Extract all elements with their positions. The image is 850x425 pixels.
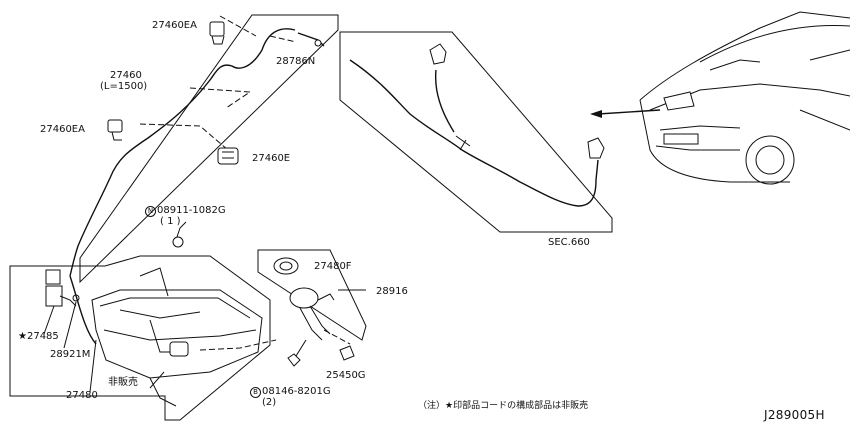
nozzle-right — [587, 137, 605, 159]
circle-n-icon: N — [145, 206, 156, 217]
label-sec660: SEC.660 — [548, 237, 590, 248]
label-27460E: 27460E — [252, 153, 291, 164]
label-08911-qty: ( 1 ) — [160, 216, 181, 227]
filler-cap — [273, 257, 299, 275]
filler-panel-outline — [257, 249, 367, 341]
bolt-08146 — [287, 339, 307, 367]
label-27460EA-top: 27460EA — [152, 20, 197, 31]
tank-panel-outline — [9, 255, 271, 421]
clip-27460EA-mid — [107, 119, 123, 141]
label-25450G: 25450G — [326, 370, 366, 381]
label-not-for-sale: 非販売 — [108, 377, 138, 388]
callout-arrow — [597, 109, 661, 115]
label-08146-text: 08146-8201G — [262, 386, 331, 397]
label-27460: 27460 — [110, 70, 142, 81]
label-27480F: 27480F — [314, 261, 352, 272]
label-27485: ★27485 — [18, 331, 59, 342]
car-illustration — [639, 11, 850, 185]
nozzle-panel-outline — [339, 31, 613, 233]
grommet-25450G — [339, 345, 355, 361]
label-28921M: 28921M — [50, 349, 91, 360]
filler-neck — [289, 287, 335, 341]
label-08146-qty: (2) — [262, 397, 277, 408]
hose-panel-outline — [79, 14, 339, 284]
star-icon: ★ — [18, 331, 27, 342]
label-08911-text: 08911-1082G — [157, 205, 226, 216]
clip-27460E — [217, 147, 239, 165]
diagram-code: J289005H — [764, 408, 825, 422]
label-28786N: 28786N — [276, 56, 316, 67]
label-27460EA-mid: 27460EA — [40, 124, 85, 135]
clip-27460EA-top — [209, 21, 225, 45]
washer-hose — [69, 28, 296, 277]
label-27480: 27480 — [66, 390, 98, 401]
circle-b-icon: B — [250, 387, 261, 398]
label-27485-text: 27485 — [26, 331, 59, 342]
nozzle-left — [429, 43, 447, 65]
footnote: （注）★印部品コードの構成部品は非販売 — [418, 401, 589, 411]
label-28916: 28916 — [376, 286, 408, 297]
label-27460-length: (L=1500) — [100, 81, 148, 92]
nozzle-hose — [349, 59, 599, 207]
